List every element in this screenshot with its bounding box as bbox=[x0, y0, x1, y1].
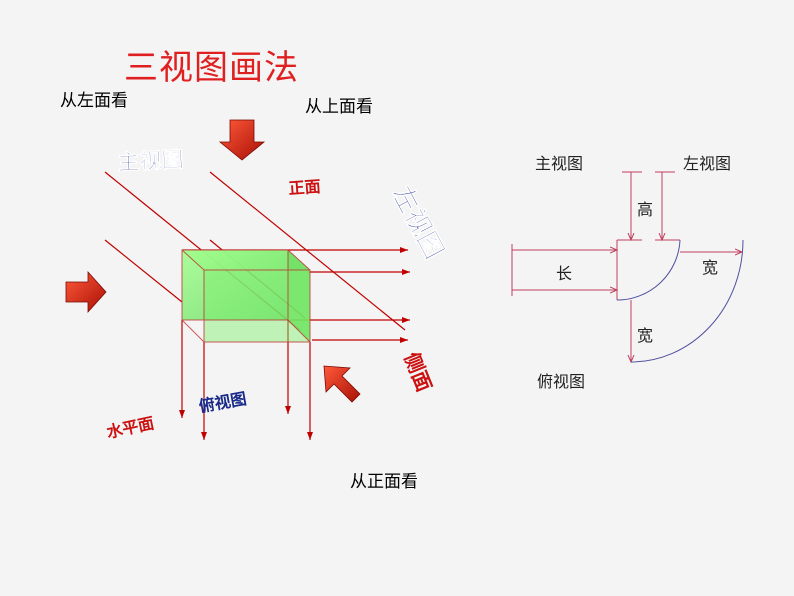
left-view-label: 左视图 bbox=[386, 181, 449, 264]
from-top-label: 从上面看 bbox=[305, 97, 373, 117]
front-view-label: 主视图 bbox=[117, 147, 184, 176]
layout-left-view-label: 左视图 bbox=[683, 154, 732, 173]
length-label: 长 bbox=[556, 264, 573, 283]
layout-front-view-label: 主视图 bbox=[535, 154, 584, 173]
side-plane-label: 侧面 bbox=[399, 349, 436, 395]
page-title: 三视图画法 bbox=[124, 48, 299, 88]
from-left-label: 从左面看 bbox=[60, 91, 128, 111]
cuboid bbox=[181, 249, 311, 343]
top-view-label: 俯视图 bbox=[197, 389, 248, 416]
width-right-label: 宽 bbox=[702, 258, 719, 277]
from-front-label: 从正面看 bbox=[350, 472, 418, 492]
width-bottom-label: 宽 bbox=[637, 326, 654, 345]
arrow-right-icon bbox=[65, 270, 107, 314]
projection-arrowheads bbox=[179, 247, 410, 440]
arrow-diagonal-icon bbox=[323, 365, 361, 403]
arrow-down-icon bbox=[218, 119, 266, 161]
height-label: 高 bbox=[637, 200, 654, 219]
front-plane-label: 正面 bbox=[288, 177, 321, 198]
horizontal-plane-label: 水平面 bbox=[105, 413, 156, 442]
three-view-layout bbox=[511, 171, 744, 362]
layout-top-view-label: 俯视图 bbox=[537, 372, 586, 391]
